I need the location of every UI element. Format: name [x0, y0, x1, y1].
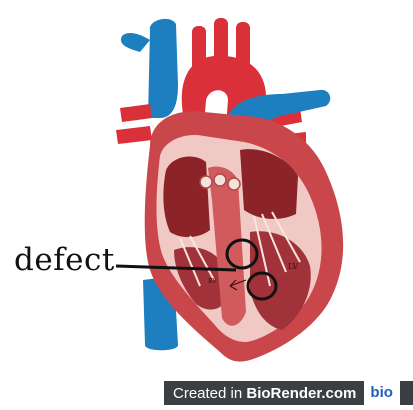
svc-branch — [121, 33, 150, 52]
pulmonary-veins-left — [116, 104, 152, 144]
right-atrium — [163, 156, 210, 237]
superior-vena-cava — [148, 19, 178, 118]
biorender-watermark: Created in BioRender.com bio — [164, 381, 413, 405]
biorender-logo: bio — [364, 381, 400, 405]
rv-label: RV — [208, 278, 217, 285]
watermark-prefix: Created in — [173, 385, 246, 402]
aorta-branch-3 — [236, 22, 250, 68]
defect-label: defect — [14, 242, 115, 278]
watermark-text: Created in BioRender.com — [164, 385, 356, 402]
valve-3 — [228, 178, 240, 190]
lv-label: LV — [288, 262, 298, 271]
watermark-brand: BioRender.com — [246, 385, 356, 402]
aorta-branch-2 — [214, 18, 228, 66]
valve-2 — [214, 174, 226, 186]
aorta-branch-1 — [192, 26, 206, 74]
valve-1 — [200, 176, 212, 188]
